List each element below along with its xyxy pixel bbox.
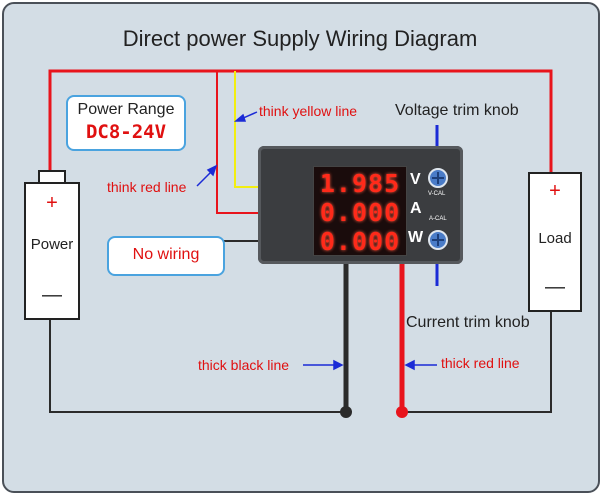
thick-red-line-label: thick red line [441,355,520,371]
load-box: + Load — [528,172,582,312]
unit-amps: A [410,200,422,217]
current-cal-label: A-CAL [429,216,447,222]
no-wiring-callout: No wiring [107,236,225,276]
power-battery: + Power — [24,182,80,320]
voltage-trim-knob-label: Voltage trim knob [395,102,519,119]
arrowhead-red-line [206,164,218,177]
voltage-cal-label: V-CAL [428,191,446,197]
arrowhead-yellow-line [233,113,247,122]
black-junction-dot [340,406,352,418]
meter-display: 1.985 0.000 0.000 [313,166,407,256]
power-label: Power [30,236,74,253]
load-label: Load [538,230,572,247]
power-return-wire [49,318,346,413]
power-reading: 0.000 [319,227,401,256]
red-junction-dot [396,406,408,418]
power-battery-cap [38,170,66,184]
voltage-reading: 1.985 [319,169,401,198]
load-minus-sign: — [545,276,565,298]
power-range-label: Power Range [77,101,175,118]
current-trim-knob-label: Current trim knob [406,314,530,331]
power-plus-sign: + [46,192,58,214]
thick-black-line-label: thick black line [198,357,290,373]
think-red-wire [216,71,260,214]
current-trim-knob[interactable] [428,230,448,250]
think-yellow-wire [234,71,260,188]
arrowhead-thick-black [333,359,344,371]
voltage-trim-knob[interactable] [428,168,448,188]
load-plus-sign: + [549,180,561,202]
power-minus-sign: — [42,284,62,306]
power-range-value: DC8-24V [85,121,167,143]
think-yellow-line-label: think yellow line [259,103,358,119]
power-range-callout: Power Range DC8-24V [66,95,186,151]
current-reading: 0.000 [319,198,401,227]
load-return-wire [402,308,552,413]
supply-red-wire [48,69,553,172]
diagram-title: Direct power Supply Wiring Diagram [122,26,478,51]
think-red-line-label: think red line [107,179,187,195]
unit-watts: W [408,229,424,246]
unit-volts: V [410,171,421,188]
arrowhead-thick-red [404,359,415,371]
no-wiring-label: No wiring [132,246,200,263]
